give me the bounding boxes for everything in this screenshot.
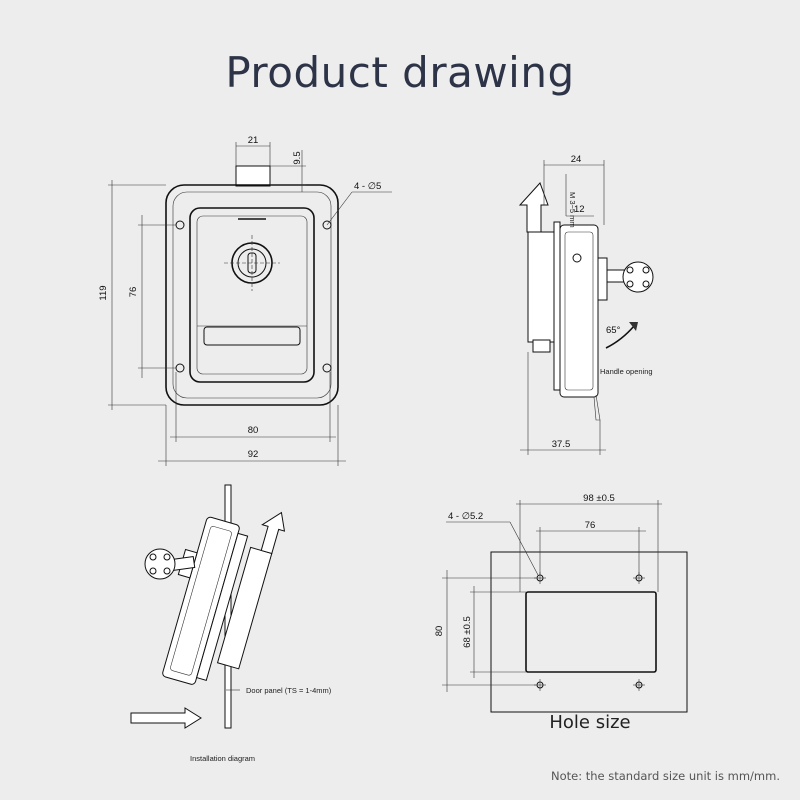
- front-cylinder-top: [235, 165, 271, 187]
- hole-dim-80: 80: [434, 626, 445, 637]
- side-angle: 65°: [606, 325, 621, 336]
- side-key-shank: [606, 269, 626, 283]
- front-dim-holes: 4 - ∅5: [354, 181, 381, 192]
- front-dim-80: 80: [248, 425, 259, 436]
- side-dim-12: 12: [574, 204, 585, 215]
- front-view: 21 9.5 4 - ∅5 119 76 80 92: [98, 135, 392, 466]
- front-recess-inner: [196, 215, 308, 375]
- hole-size-label: Hole size: [549, 712, 631, 733]
- unit-note: Note: the standard size unit is mm/mm.: [550, 769, 780, 783]
- side-dim-37-5: 37.5: [552, 439, 571, 450]
- hole-dim-holes: 4 - ∅5.2: [448, 511, 483, 522]
- side-panel: [553, 221, 561, 391]
- side-body: [527, 231, 555, 343]
- front-hole-br: [322, 363, 332, 373]
- front-recess: [189, 207, 315, 383]
- front-hole-tr: [322, 220, 332, 230]
- hole-dim-98: 98 ±0.5: [583, 493, 615, 504]
- side-hole: [572, 253, 582, 263]
- front-outer-flange: [165, 184, 339, 406]
- install-door-panel-label: Door panel (TS = 1-4mm): [246, 686, 332, 695]
- install-caption: Installation diagram: [190, 754, 255, 763]
- front-dim-9-5: 9.5: [292, 151, 303, 164]
- side-rotation-arrow: [605, 325, 635, 349]
- hole-cutout: [525, 591, 657, 673]
- front-dim-119: 119: [98, 285, 109, 300]
- front-dim-76: 76: [128, 287, 139, 298]
- front-inner-flange-edge: [172, 191, 332, 399]
- front-hole-bl: [175, 363, 185, 373]
- hole-dim-68: 68 ±0.5: [462, 616, 473, 648]
- installation-diagram: Door panel (TS = 1-4mm) Installation dia…: [130, 484, 332, 763]
- hole-outer-plate: [490, 551, 688, 713]
- front-hole-tl: [175, 220, 185, 230]
- front-dim-92: 92: [248, 449, 259, 460]
- side-key-bow: [622, 261, 654, 293]
- install-key-bow: [144, 548, 176, 580]
- hole-dim-76: 76: [585, 520, 596, 531]
- install-latch-hook: [260, 511, 286, 555]
- hole-size-view: 98 ±0.5 76 4 - ∅5.2 80 68 ±0.5: [434, 493, 688, 713]
- side-flange: [559, 224, 599, 398]
- side-view: 65° Handle opening 24 M 3~5 mm 12 37.5: [518, 154, 654, 455]
- front-handle: [203, 326, 301, 346]
- side-handle-opening: Handle opening: [600, 367, 653, 376]
- side-dim-24: 24: [571, 154, 582, 165]
- side-dim-panel: M 3~5 mm: [568, 192, 577, 228]
- install-arrow: [130, 707, 202, 729]
- front-dim-21: 21: [248, 135, 259, 146]
- page-title: Product drawing: [225, 48, 575, 97]
